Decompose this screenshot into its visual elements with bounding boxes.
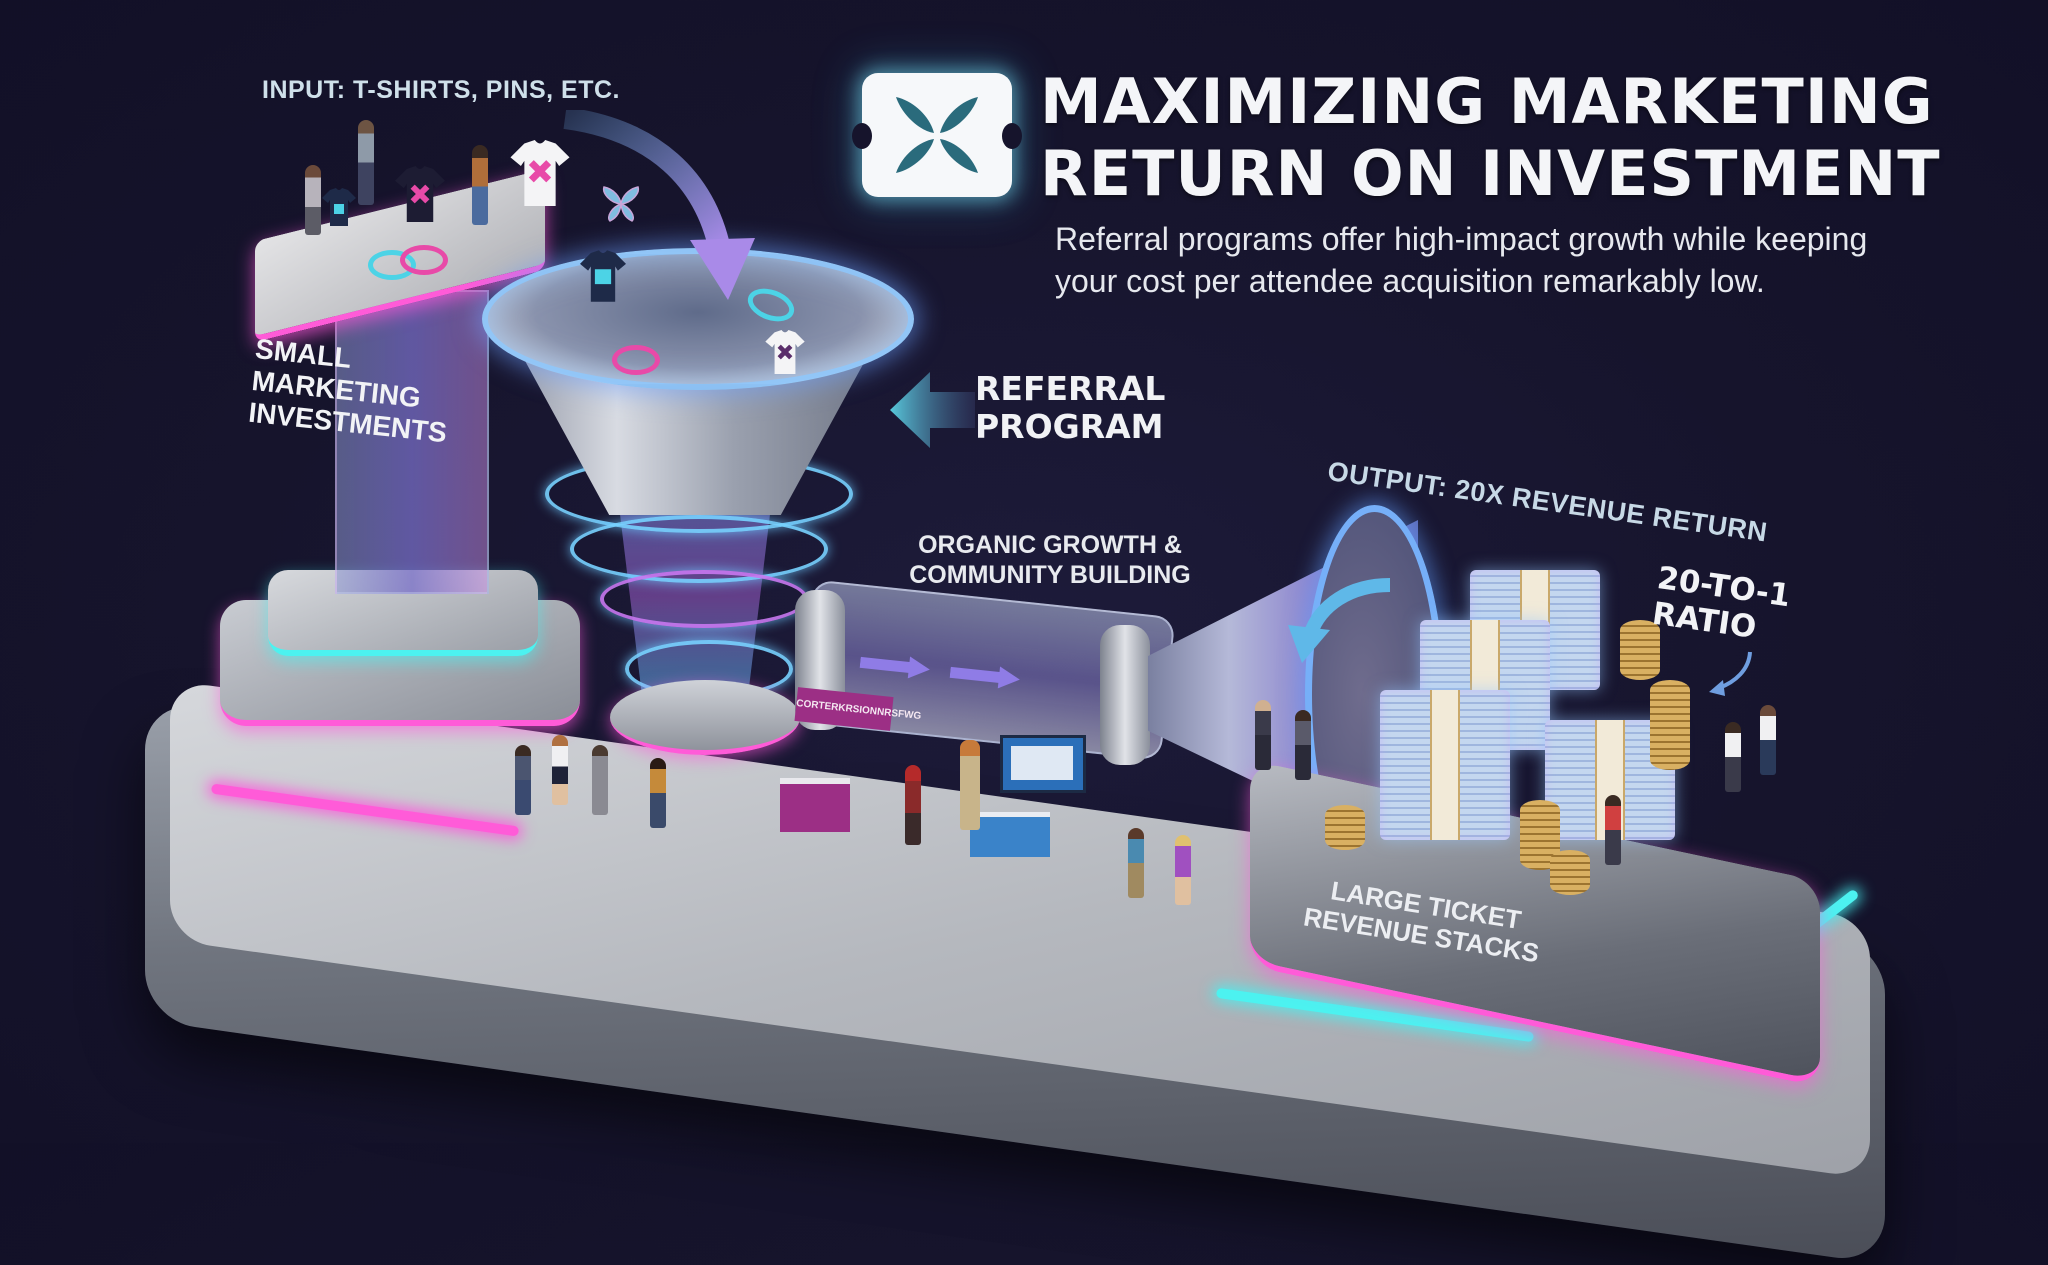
label-line: REFERRAL: [975, 369, 1166, 408]
ratio-label: 20-TO-1 RATIO: [1650, 560, 1793, 650]
tshirt-icon: [510, 140, 570, 206]
coin-stack-icon: [1620, 620, 1660, 680]
person-figure: [1760, 705, 1776, 775]
person-figure: [1605, 795, 1621, 865]
tshirt-icon: [322, 188, 368, 234]
booth-desk: [970, 812, 1050, 857]
cosplayer-figure: [960, 740, 980, 830]
label-line: ORGANIC GROWTH &: [918, 531, 1182, 559]
coin-stack-icon: [1325, 805, 1365, 850]
curved-arrow-icon: [1288, 578, 1391, 663]
booth-counter: [780, 778, 850, 832]
person-figure: [1175, 835, 1191, 905]
funnel-rim: [482, 248, 914, 390]
title-line-1: MAXIMIZING MARKETING: [1040, 65, 1934, 138]
label-line: PROGRAM: [975, 407, 1164, 446]
person-figure: [472, 145, 488, 225]
input-label: INPUT: T-SHIRTS, PINS, ETC.: [262, 76, 620, 104]
funnel-pedestal: [610, 680, 800, 755]
subtitle-line-1: Referral programs offer high-impact grow…: [1055, 221, 1868, 257]
booth-screen: [1000, 735, 1086, 793]
tube-cap: [1100, 625, 1150, 765]
page-subtitle: Referral programs offer high-impact grow…: [1055, 218, 1995, 302]
person-figure: [1128, 828, 1144, 898]
person-figure: [650, 758, 666, 828]
organic-growth-label: ORGANIC GROWTH & COMMUNITY BUILDING: [880, 530, 1220, 590]
butterfly-pin-icon: [600, 185, 642, 228]
coin-stack-icon: [1650, 680, 1690, 770]
referral-program-label: REFERRAL PROGRAM: [975, 370, 1165, 446]
wristband-icon: [612, 345, 660, 375]
person-figure: [552, 735, 568, 805]
person-figure: [358, 120, 374, 205]
left-arrow-icon: [890, 372, 975, 448]
petal-logo-icon: [896, 97, 978, 173]
person-figure: [1295, 710, 1311, 780]
cash-stack-icon: [1380, 690, 1510, 840]
curved-down-arrow-icon: [563, 110, 755, 300]
person-figure: [1725, 722, 1741, 792]
brand-logo: [852, 73, 1022, 197]
tshirt-icon: [395, 165, 445, 222]
person-figure: [515, 745, 531, 815]
page-title: MAXIMIZING MARKETING RETURN ON INVESTMEN…: [1040, 66, 1941, 210]
glass-pillar: [335, 290, 489, 594]
cosplayer-figure: [905, 765, 921, 845]
wristband-icon: [400, 245, 448, 275]
person-figure: [1255, 700, 1271, 770]
person-figure: [592, 745, 608, 815]
tshirt-icon: [765, 330, 811, 376]
swirl-ring: [600, 570, 808, 628]
subtitle-line-2: your cost per attendee acquisition remar…: [1055, 263, 1765, 299]
person-figure: [305, 165, 321, 235]
pointer-arrow-icon: [1709, 651, 1752, 696]
title-line-2: RETURN ON INVESTMENT: [1040, 137, 1941, 210]
label-line: COMMUNITY BUILDING: [909, 561, 1191, 589]
coin-stack-icon: [1550, 850, 1590, 895]
small-investments-label: SMALL MARKETING INVESTMENTS: [247, 333, 455, 449]
tshirt-icon: [580, 250, 626, 302]
